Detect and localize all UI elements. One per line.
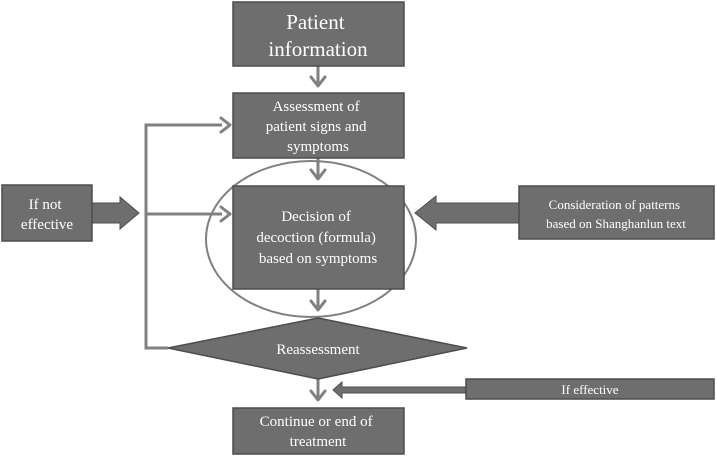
arrowhead-down-1 <box>309 75 327 88</box>
continue-line2: treatment <box>290 434 347 450</box>
decision-box <box>232 185 405 290</box>
decision-line1: Decision of <box>281 209 351 225</box>
arrowhead-right-assessment <box>219 116 232 134</box>
consideration-line1: Consideration of patterns <box>549 197 680 212</box>
patient-info-line2: information <box>268 37 368 61</box>
block-arrow-right <box>91 195 140 231</box>
arrowhead-right-decision <box>219 205 232 223</box>
arrowhead-down-3 <box>309 299 327 312</box>
arrowhead-down-4 <box>309 389 327 402</box>
feedback-loop-line <box>144 123 222 350</box>
reassessment-diamond <box>167 317 468 380</box>
decision-line3: based on symptoms <box>259 251 377 267</box>
if-effective-box <box>465 378 715 400</box>
assessment-box <box>232 92 405 159</box>
connectors <box>144 66 320 398</box>
svg-text:Decision of decoction (for: Decision of decoction (formula) based on… <box>256 209 379 267</box>
reassessment-label: Reassessment <box>276 342 360 358</box>
arrowheads <box>219 75 327 402</box>
consideration-line2: based on Shanghanlun text <box>546 216 686 231</box>
if-not-effective-box <box>1 184 93 242</box>
svg-text:Consideration of patterns: Consideration of patterns based on Shang… <box>546 197 686 231</box>
patient-info-box <box>232 1 405 67</box>
continue-line1: Continue or end of <box>260 414 373 430</box>
svg-text:Patient information: Patient information <box>268 10 368 61</box>
assessment-line1: Assessment of <box>273 99 360 115</box>
if-not-effective-line2: effective <box>21 217 74 233</box>
assessment-line3: symptoms <box>287 139 349 155</box>
decision-ellipse <box>205 160 417 318</box>
svg-text:Assessment of patient sign: Assessment of patient signs and symptoms <box>266 99 371 155</box>
continue-box <box>232 407 405 455</box>
decision-line2: decoction (formula) <box>256 230 376 246</box>
consideration-box <box>518 185 715 240</box>
if-not-effective-line1: If not <box>29 197 63 213</box>
block-arrow-left <box>414 194 520 232</box>
if-effective-label: If effective <box>561 382 618 397</box>
svg-text:If not effective: If not effective <box>21 197 74 233</box>
svg-text:Continue or end of treatme: Continue or end of treatment <box>260 414 377 450</box>
arrowhead-down-2 <box>309 168 327 181</box>
thin-arrow-left <box>332 380 467 400</box>
assessment-line2: patient signs and <box>266 119 367 135</box>
patient-info-line1: Patient <box>286 10 344 34</box>
